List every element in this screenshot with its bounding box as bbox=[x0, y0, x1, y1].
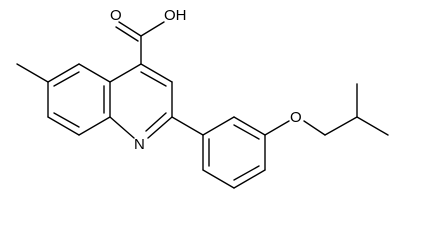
acid-hydroxyl-label: OH bbox=[164, 7, 187, 24]
bond-p4-p5-inner bbox=[233, 165, 260, 181]
bond-c4a-c5 bbox=[78, 63, 111, 83]
carboxylic-acid-group bbox=[115, 21, 165, 65]
bond-p2-p3 bbox=[233, 116, 266, 136]
phenyl-ring bbox=[171, 116, 266, 189]
bond-c2-n1-a bbox=[147, 116, 173, 139]
bond-c8-c8a bbox=[78, 116, 111, 136]
bond-c2-n1-b bbox=[145, 112, 167, 132]
bond-c-equals-o-a bbox=[118, 21, 142, 37]
bond-p5-p6 bbox=[202, 169, 235, 189]
acid-oxygen-label: O bbox=[110, 7, 122, 24]
bond-ch2-ch bbox=[324, 116, 358, 136]
bond-p1-p2 bbox=[202, 116, 235, 136]
bond-c5-c6 bbox=[47, 63, 80, 83]
bond-p2-p3-inner bbox=[233, 124, 260, 140]
quinoline-core bbox=[47, 63, 173, 139]
isobutoxy-chain bbox=[264, 83, 389, 136]
bond-c4-c3 bbox=[140, 63, 173, 83]
bond-o-ch2 bbox=[303, 120, 326, 136]
bond-p4-p5 bbox=[233, 169, 266, 189]
bond-n1-c8a bbox=[109, 116, 135, 139]
bond-c2-aryl bbox=[171, 116, 204, 136]
bond-c5-c6-inner bbox=[53, 71, 80, 87]
bond-aryl-o bbox=[264, 120, 290, 136]
chemical-structure-diagram: O OH N O bbox=[16, 7, 389, 189]
methyl-bond bbox=[16, 63, 49, 83]
ether-oxygen-label: O bbox=[290, 109, 302, 126]
ring-nitrogen-label: N bbox=[134, 136, 145, 153]
bond-c7-c8 bbox=[47, 116, 80, 136]
bond-ch-me1 bbox=[356, 116, 389, 136]
bond-c-oh bbox=[140, 21, 165, 37]
bond-c7-c8-inner bbox=[53, 112, 80, 128]
bond-c4-c4a bbox=[109, 63, 142, 83]
bond-c4-c3-inner bbox=[140, 71, 167, 87]
bond-c-equals-o-b bbox=[115, 26, 139, 42]
